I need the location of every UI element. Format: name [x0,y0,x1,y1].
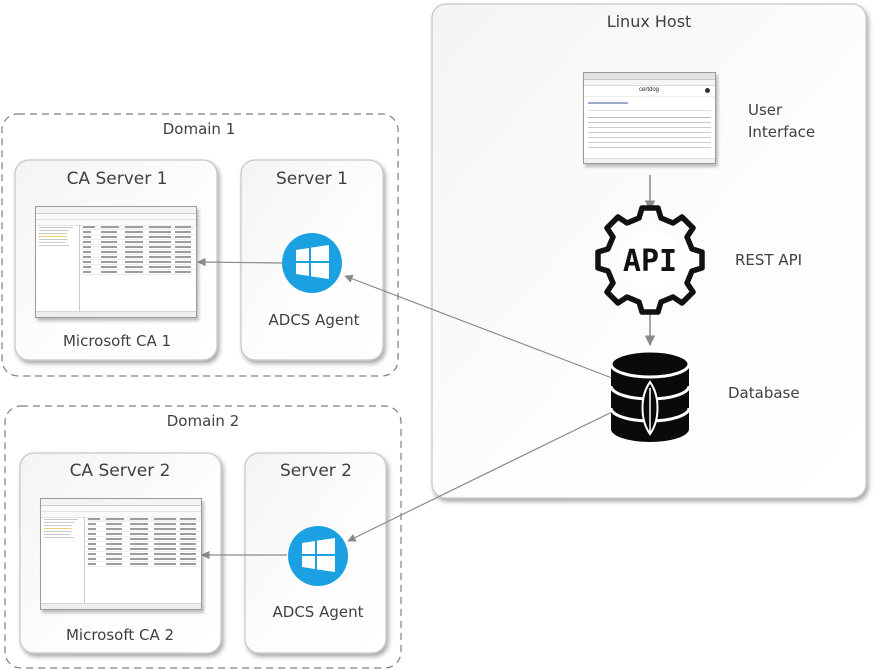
database-icon [609,349,691,442]
ca1-console-screenshot [35,206,197,318]
certdog-logo: certdog [639,87,660,93]
ca2-console-screenshot [40,498,202,610]
certdog-ui-screenshot: certdog [583,72,716,164]
user-interface-label: User Interface [748,99,815,143]
server2-title: Server 2 [280,461,352,481]
database-label: Database [728,384,800,402]
agent2-label: ADCS Agent [272,603,364,621]
connector-agent1-to-ca1 [197,257,284,267]
server1-title: Server 1 [276,169,348,189]
connector-db-to-agent2 [347,411,613,542]
connector-db-to-agent1 [344,274,613,379]
rest-api-label: REST API [735,251,803,269]
ca2-caption: Microsoft CA 2 [65,626,175,644]
api-icon-text: API [623,244,677,279]
windows-icon [282,233,342,293]
domain1-boundary [1,113,399,377]
user-icon [705,88,710,93]
domain2-boundary [4,405,402,669]
linux-host-title: Linux Host [606,12,692,31]
windows-icon [288,526,348,586]
domain1-title: Domain 1 [162,120,236,138]
ca-server1-title: CA Server 1 [66,169,168,189]
user-interface-label-line1: User [748,101,783,119]
api-gear-icon [595,205,705,315]
ca1-caption: Microsoft CA 1 [62,332,172,350]
ca-server2-title: CA Server 2 [69,461,171,481]
user-interface-label-line2: Interface [748,123,816,141]
agent1-label: ADCS Agent [268,311,360,329]
domain2-title: Domain 2 [166,412,240,430]
